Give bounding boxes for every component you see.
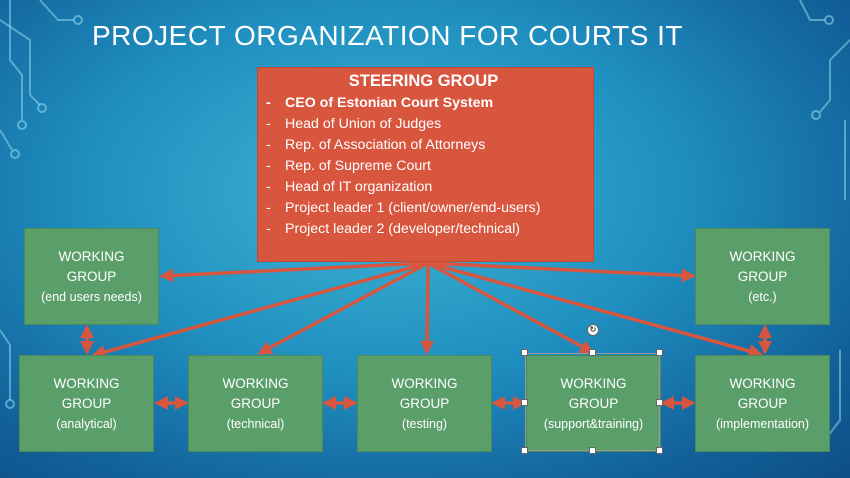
working-group-support[interactable]: WORKING GROUP (support&training): [526, 355, 661, 452]
wg-line2: GROUP: [66, 268, 117, 284]
wg-line1: WORKING: [222, 375, 289, 391]
wg-line2: GROUP: [568, 395, 619, 411]
arrow-steering-technical: [257, 261, 429, 355]
steering-group-title: STEERING GROUP: [348, 72, 499, 90]
wg-line1: WORKING: [729, 248, 796, 264]
wg-subtitle: (analytical): [56, 416, 117, 431]
resize-handle-bottom-left[interactable]: [521, 447, 528, 454]
working-group-testing[interactable]: WORKING GROUP (testing): [357, 355, 492, 452]
wg-subtitle: (testing): [401, 416, 448, 431]
rotate-handle-icon[interactable]: ↻: [587, 324, 599, 336]
steering-member: Project leader 1 (client/owner/end-users…: [264, 198, 583, 219]
arrow-steering-support: [427, 261, 595, 354]
arrow-steering-implementation: [427, 261, 763, 358]
wg-subtitle: (end users needs): [41, 289, 142, 304]
wg-subtitle: (etc.): [748, 289, 777, 304]
wg-subtitle: (support&training): [543, 416, 644, 431]
arrow-steering-testing: [420, 262, 435, 355]
steering-member: Rep. of Supreme Court: [264, 156, 583, 177]
steering-member: CEO of Estonian Court System: [264, 93, 583, 114]
wg-line2: GROUP: [399, 395, 450, 411]
wg-line1: WORKING: [58, 248, 125, 264]
slide-title: PROJECT ORGANIZATION FOR COURTS IT: [92, 20, 684, 51]
wg-line2: GROUP: [230, 395, 281, 411]
steering-group-box[interactable]: STEERING GROUP CEO of Estonian Court Sys…: [257, 67, 594, 262]
steering-member: Head of Union of Judges: [264, 114, 583, 135]
arrow-steering-end-users: [159, 256, 431, 283]
arrow-steering-etc: [425, 256, 696, 283]
wg-line1: WORKING: [729, 375, 796, 391]
wg-line1: WORKING: [560, 375, 627, 391]
working-group-etc[interactable]: WORKING GROUP (etc.): [695, 228, 830, 325]
wg-subtitle: (technical): [226, 416, 285, 431]
working-group-implementation[interactable]: WORKING GROUP (implementation): [695, 355, 830, 452]
resize-handle-top[interactable]: [589, 349, 596, 356]
steering-group-members: CEO of Estonian Court System Head of Uni…: [264, 93, 583, 240]
steering-member: Project leader 2 (developer/technical): [264, 219, 583, 240]
working-group-end-users[interactable]: WORKING GROUP (end users needs): [24, 228, 159, 325]
wg-line1: WORKING: [53, 375, 120, 391]
working-group-analytical[interactable]: WORKING GROUP (analytical): [19, 355, 154, 452]
resize-handle-top-left[interactable]: [521, 349, 528, 356]
wg-line2: GROUP: [61, 395, 112, 411]
wg-line2: GROUP: [737, 395, 788, 411]
wg-line1: WORKING: [391, 375, 458, 391]
resize-handle-top-right[interactable]: [656, 349, 663, 356]
steering-member: Head of IT organization: [264, 177, 583, 198]
resize-handle-left[interactable]: [521, 399, 528, 406]
resize-handle-bottom-right[interactable]: [656, 447, 663, 454]
resize-handle-bottom[interactable]: [589, 447, 596, 454]
working-group-technical[interactable]: WORKING GROUP (technical): [188, 355, 323, 452]
resize-handle-right[interactable]: [656, 399, 663, 406]
arrow-steering-analytical: [91, 261, 429, 359]
wg-subtitle: (implementation): [715, 416, 810, 431]
steering-member: Rep. of Association of Attorneys: [264, 135, 583, 156]
wg-line2: GROUP: [737, 268, 788, 284]
